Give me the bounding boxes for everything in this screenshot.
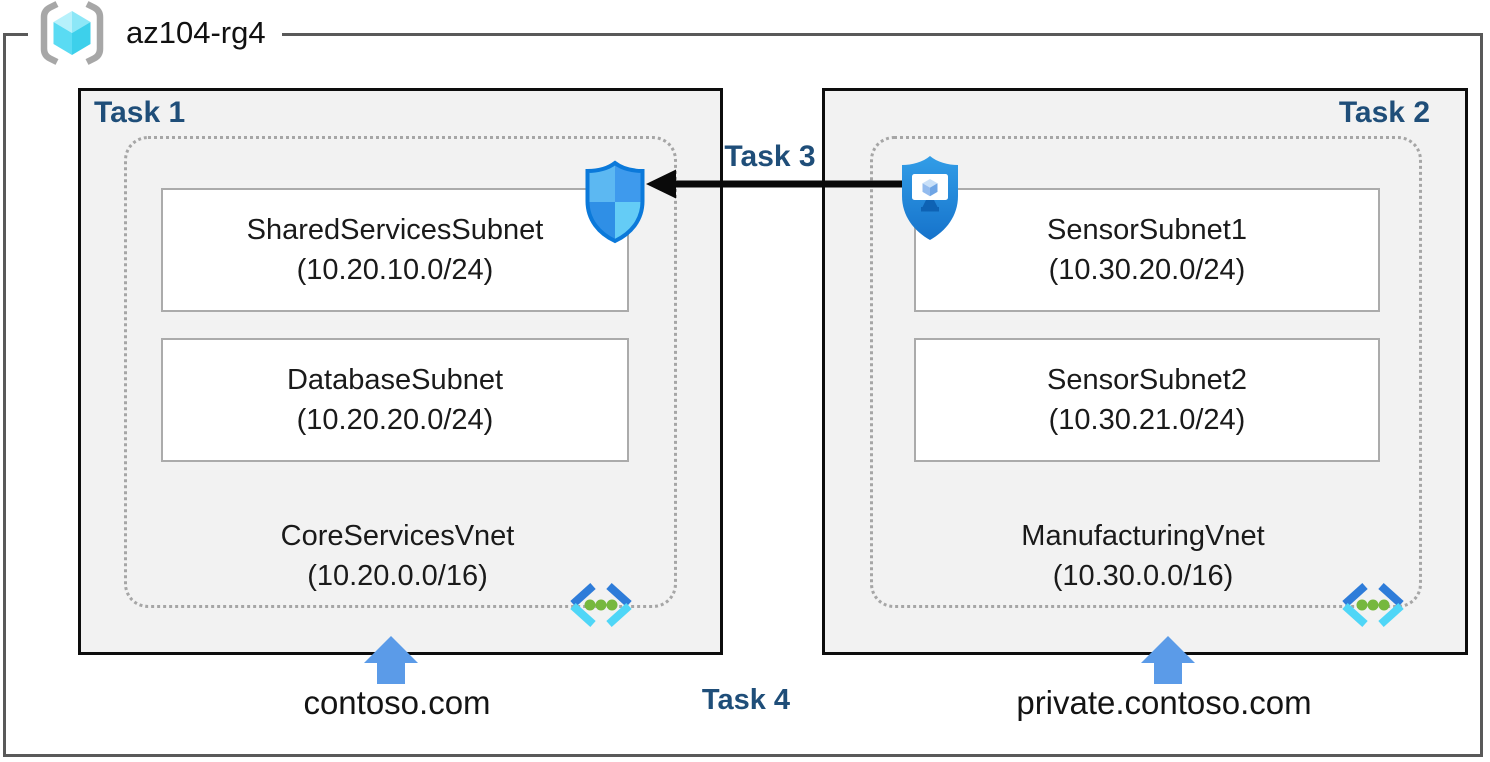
resource-group-header: az104-rg4	[28, 0, 282, 66]
sensor-subnet2-box: SensorSubnet2 (10.30.21.0/24)	[914, 338, 1380, 462]
contoso-dns-label: contoso.com	[303, 684, 491, 721]
bastion-shield-icon	[902, 156, 958, 240]
sensor-subnet1-box: SensorSubnet1 (10.30.20.0/24)	[914, 188, 1380, 312]
resource-group-label: az104-rg4	[126, 15, 266, 50]
subnet-name: SensorSubnet1	[1047, 214, 1247, 246]
vnet-cidr: (10.20.0.0/16)	[307, 560, 488, 592]
subnet-name: SharedServicesSubnet	[246, 214, 544, 246]
resource-group-icon	[40, 1, 104, 65]
up-arrow-stem	[377, 662, 405, 684]
subnet-name: DatabaseSubnet	[286, 364, 504, 396]
shared-services-subnet-box: SharedServicesSubnet (10.20.10.0/24)	[161, 188, 629, 312]
subnet-name: SensorSubnet2	[1047, 364, 1247, 396]
vnet-name: CoreServicesVnet	[280, 520, 515, 552]
task-1-label: Task 1	[94, 96, 186, 129]
task-3-label: Task 3	[724, 140, 816, 173]
task3-left-arrow	[646, 169, 902, 199]
up-arrow-stem	[1154, 662, 1182, 684]
nsg-shield-icon	[585, 160, 645, 244]
subnet-cidr: (10.30.21.0/24)	[1048, 404, 1246, 436]
vnet-name: ManufacturingVnet	[1021, 520, 1265, 552]
up-arrow-icon	[364, 636, 418, 663]
subnet-cidr: (10.20.10.0/24)	[296, 254, 494, 286]
manufacturing-vnet-label: ManufacturingVnet (10.30.0.0/16)	[870, 516, 1416, 596]
subnet-cidr: (10.30.20.0/24)	[1048, 254, 1246, 286]
core-services-vnet-boundary	[124, 136, 677, 608]
vnet-cidr: (10.30.0.0/16)	[1052, 560, 1234, 592]
manufacturing-vnet-boundary	[870, 136, 1422, 608]
subnet-cidr: (10.20.20.0/24)	[296, 404, 494, 436]
virtual-network-icon	[1342, 583, 1404, 627]
up-arrow-icon	[1141, 636, 1195, 663]
core-services-vnet-label: CoreServicesVnet (10.20.0.0/16)	[124, 516, 671, 596]
task-2-label: Task 2	[1338, 96, 1430, 129]
database-subnet-box: DatabaseSubnet (10.20.20.0/24)	[161, 338, 629, 462]
virtual-network-icon	[570, 583, 632, 627]
private-contoso-dns-label: private.contoso.com	[1016, 684, 1312, 721]
task-4-label: Task 4	[701, 684, 791, 716]
